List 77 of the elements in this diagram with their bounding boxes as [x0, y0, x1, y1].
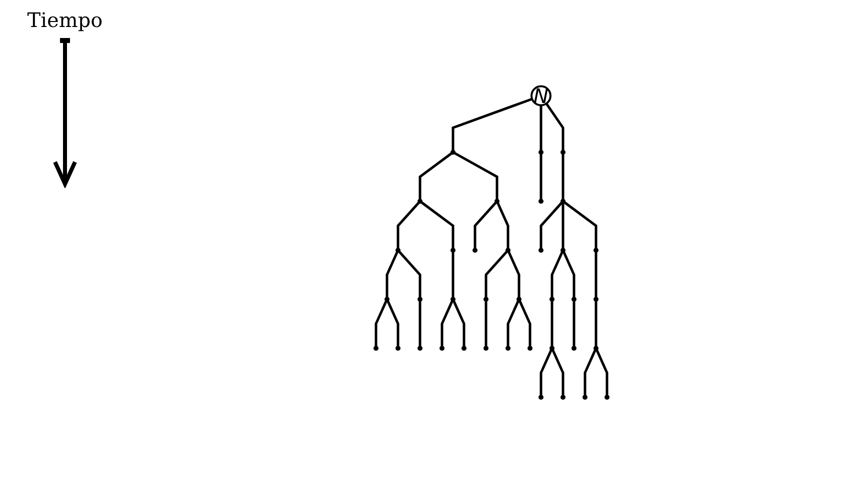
node-circle: [594, 296, 598, 302]
node-circle: [538, 198, 544, 204]
node-circle: [506, 248, 510, 253]
node-circle: [538, 248, 544, 253]
connector: [396, 202, 420, 248]
connector: [484, 250, 508, 298]
node-circle: [440, 346, 444, 351]
node-circle: [484, 296, 488, 302]
node-circle: [528, 346, 532, 351]
node-circle: [462, 346, 466, 351]
node-circle: [494, 198, 500, 204]
node-circle: [484, 346, 488, 351]
connector: [540, 202, 563, 248]
node-circle: [560, 248, 566, 253]
connector: [508, 252, 520, 298]
connector: [506, 300, 520, 346]
node-circle: [418, 198, 422, 204]
connector: [418, 301, 422, 346]
connector: [386, 300, 400, 346]
node-circle: [560, 150, 566, 155]
node-circle: [418, 296, 422, 302]
node-circle: [560, 198, 566, 204]
node-circle: [450, 296, 456, 302]
connector: [584, 350, 596, 396]
connector: [596, 350, 608, 396]
node-circle: [550, 346, 554, 351]
node-circle: [418, 346, 422, 351]
node-circle: [594, 346, 598, 351]
node-circle: [530, 85, 552, 106]
node-circle: [550, 296, 554, 302]
tree-diagram: N: [366, 0, 617, 480]
connector: [540, 105, 542, 150]
connector: [440, 300, 454, 346]
node-circle: [582, 394, 588, 400]
connector: [374, 300, 388, 346]
node-circle: [472, 248, 478, 253]
node-circle: [450, 248, 456, 253]
connector: [550, 301, 554, 346]
node-circle: [560, 394, 566, 400]
connector: [386, 252, 398, 298]
connector: [496, 202, 510, 248]
connector: [452, 300, 466, 346]
connector: [562, 203, 564, 248]
connector: [562, 154, 564, 200]
connector: [545, 102, 564, 150]
connector: [562, 252, 576, 298]
connector: [484, 301, 488, 346]
connector: [420, 201, 454, 248]
node-circle: [572, 296, 576, 302]
connector: [418, 152, 452, 200]
connector: [564, 201, 598, 248]
node-circle: [516, 296, 522, 302]
connector: [572, 301, 576, 346]
node-circle: [594, 248, 598, 253]
connector: [452, 98, 533, 150]
node-circle: [506, 346, 510, 351]
connector: [540, 350, 552, 396]
connector: [540, 154, 542, 200]
connector: [452, 252, 454, 298]
node-circle: [538, 394, 544, 400]
connector: [474, 202, 497, 248]
node-circle: [604, 394, 610, 400]
node-circle: [572, 346, 576, 351]
connector: [518, 300, 532, 346]
node-circle: [396, 346, 400, 351]
connector: [454, 152, 498, 200]
connector: [552, 350, 564, 396]
node-circle: [538, 150, 544, 155]
connector: [550, 252, 564, 298]
connector: [594, 301, 598, 346]
node-circle: [384, 296, 390, 302]
node-circle: [396, 248, 400, 253]
node-circle: [374, 346, 378, 351]
connector: [398, 250, 422, 298]
node-circle: [450, 150, 456, 155]
axis-label: Tiempo: [27, 8, 103, 32]
connector: [594, 252, 598, 298]
